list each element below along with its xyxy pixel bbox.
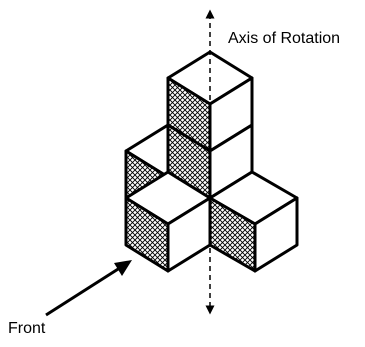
front-arrowhead: [114, 260, 132, 276]
cube-front: [124, 170, 212, 273]
front-arrow: [45, 262, 127, 317]
cube-right: [208, 170, 299, 273]
front-label: Front: [8, 320, 46, 337]
axis-of-rotation-label: Axis of Rotation: [228, 30, 341, 47]
